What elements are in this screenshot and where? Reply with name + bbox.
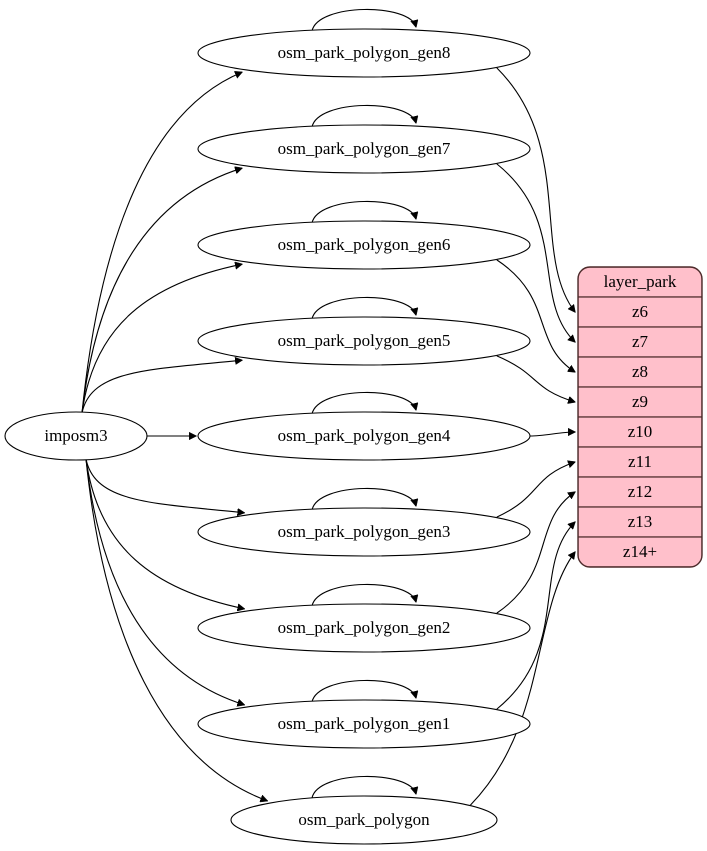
self-loop-osm_park_polygon_gen8 <box>311 8 416 32</box>
table-row-label-z10: z10 <box>628 422 653 441</box>
node-osm_park_polygon_gen4-label: osm_park_polygon_gen4 <box>278 426 451 445</box>
node-osm_park_polygon_gen3-label: osm_park_polygon_gen3 <box>278 522 451 541</box>
node-osm_park_polygon_gen2[interactable] <box>197 603 531 653</box>
node-osm_park_polygon_gen2-label: osm_park_polygon_gen2 <box>278 618 451 637</box>
node-osm_park_polygon[interactable] <box>230 795 498 845</box>
table-row-z7[interactable] <box>578 326 702 358</box>
node-osm_park_polygon_gen1-label: osm_park_polygon_gen1 <box>278 714 451 733</box>
self-loop-osm_park_polygon <box>311 775 416 799</box>
edge-imposm3-to-osm_park_polygon_gen5 <box>81 360 242 414</box>
edge-imposm3-to-osm_park_polygon_gen2 <box>85 458 244 609</box>
edge-osm_park_polygon_gen6-to-z8 <box>496 259 575 372</box>
self-loop-osm_park_polygon_gen6 <box>311 200 416 224</box>
edge-osm_park_polygon_gen2-to-z12 <box>496 492 575 614</box>
edge-osm_park_polygon_gen1-to-z13 <box>496 522 575 710</box>
node-osm_park_polygon-label: osm_park_polygon <box>298 810 430 829</box>
table-row-z11[interactable] <box>578 446 702 478</box>
node-osm_park_polygon_gen4[interactable] <box>197 411 531 461</box>
table-row-label-z8: z8 <box>632 362 648 381</box>
node-osm_park_polygon_gen7-label: osm_park_polygon_gen7 <box>278 139 451 158</box>
edge-osm_park_polygon-to-z14+ <box>470 552 575 806</box>
edge-osm_park_polygon_gen7-to-z7 <box>496 163 575 342</box>
edge-imposm3-to-osm_park_polygon <box>85 458 267 801</box>
table-row-label-z14+: z14+ <box>623 542 657 561</box>
table-header-label: layer_park <box>604 272 677 291</box>
table-row-label-z12: z12 <box>628 482 653 501</box>
edge-imposm3-to-osm_park_polygon_gen8 <box>81 72 242 414</box>
node-imposm3-label: imposm3 <box>44 426 107 445</box>
node-osm_park_polygon_gen5-label: osm_park_polygon_gen5 <box>278 331 451 350</box>
edge-osm_park_polygon_gen5-to-z9 <box>496 355 575 402</box>
table-row-label-z7: z7 <box>632 332 649 351</box>
table-row-z9[interactable] <box>578 386 702 418</box>
edge-osm_park_polygon_gen4-to-z10 <box>529 432 575 437</box>
table-row-label-z6: z6 <box>632 302 648 321</box>
table-row-label-z13: z13 <box>628 512 653 531</box>
node-imposm3[interactable] <box>4 411 148 461</box>
node-osm_park_polygon_gen6-label: osm_park_polygon_gen6 <box>278 235 451 254</box>
table-node-outline <box>577 266 703 568</box>
self-loop-osm_park_polygon_gen3 <box>311 487 416 511</box>
node-osm_park_polygon_gen3[interactable] <box>197 507 531 557</box>
node-osm_park_polygon_gen1[interactable] <box>197 699 531 749</box>
table-row-z10[interactable] <box>578 416 702 448</box>
node-osm_park_polygon_gen6[interactable] <box>197 220 531 270</box>
edge-imposm3-to-osm_park_polygon_gen1 <box>85 458 244 705</box>
node-osm_park_polygon_gen5[interactable] <box>197 316 531 366</box>
node-osm_park_polygon_gen8[interactable] <box>197 28 531 78</box>
node-osm_park_polygon_gen8-label: osm_park_polygon_gen8 <box>278 43 451 62</box>
table-row-z12[interactable] <box>578 476 702 508</box>
table-row-label-z9: z9 <box>632 392 648 411</box>
table-row-z14+[interactable] <box>578 536 702 567</box>
self-loop-osm_park_polygon_gen7 <box>311 104 416 128</box>
nodes-layer: imposm3 osm_park_polygon_gen8 osm_park_pol… <box>4 28 531 845</box>
edge-osm_park_polygon_gen3-to-z11 <box>496 462 575 518</box>
self-loop-osm_park_polygon_gen5 <box>311 296 416 320</box>
self-loop-osm_park_polygon_gen2 <box>311 583 416 607</box>
table-node-layer: layer_park z6 z7 z8 z9 z10 z11 z12 z13 z14+ <box>577 266 703 568</box>
node-osm_park_polygon_gen7[interactable] <box>197 124 531 174</box>
edge-osm_park_polygon_gen8-to-z6 <box>496 67 575 312</box>
self-loop-osm_park_polygon_gen1 <box>311 679 416 703</box>
self-loop-osm_park_polygon_gen4 <box>311 391 416 415</box>
table-row-z13[interactable] <box>578 506 702 538</box>
edge-imposm3-to-osm_park_polygon_gen6 <box>81 264 242 414</box>
edge-imposm3-to-osm_park_polygon_gen7 <box>81 168 242 414</box>
edges-layer <box>81 8 575 806</box>
edge-imposm3-to-osm_park_polygon_gen3 <box>85 458 244 513</box>
table-row-label-z11: z11 <box>628 452 652 471</box>
